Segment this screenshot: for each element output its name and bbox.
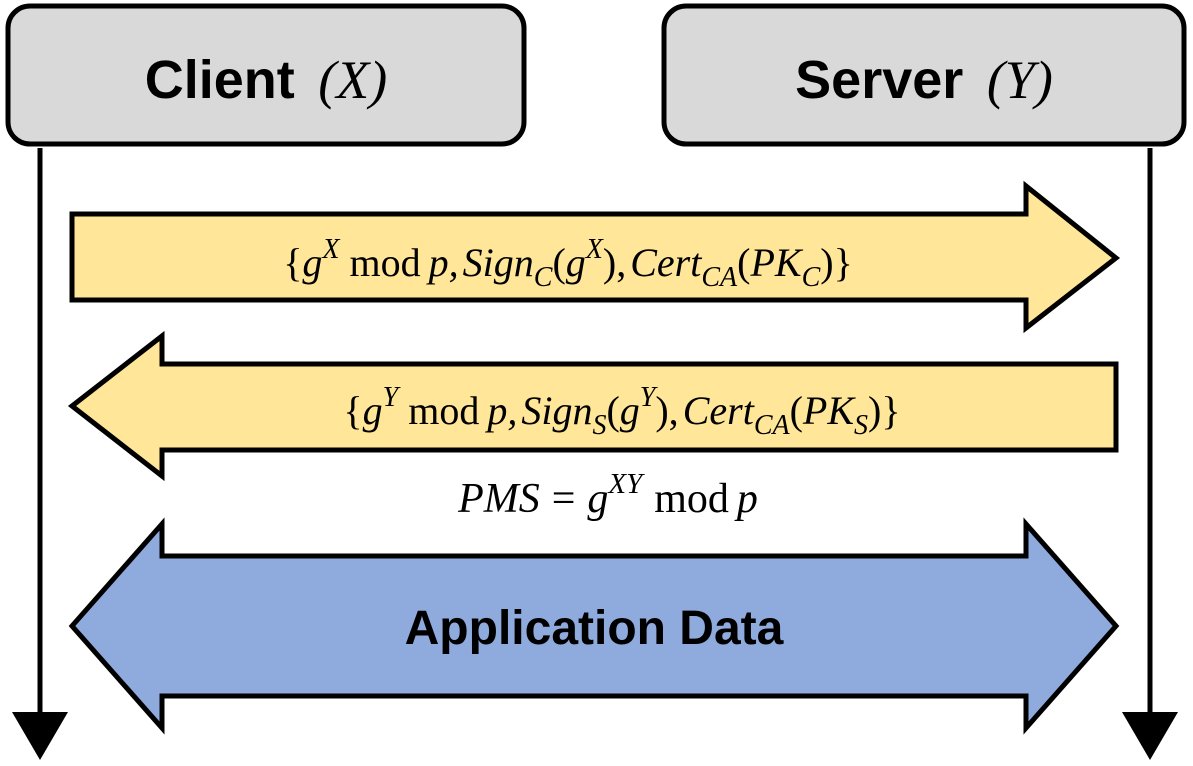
- svg-text:Server (Y): Server (Y): [795, 50, 1053, 110]
- client-lifeline: [12, 148, 68, 760]
- application-data-arrow: Application Data: [68, 517, 1120, 735]
- server-lifeline: [1122, 148, 1178, 760]
- client-var: X: [334, 50, 371, 110]
- application-data-label: Application Data: [405, 602, 784, 655]
- svg-text:Client (X): Client (X): [145, 50, 387, 110]
- server-var: Y: [1005, 50, 1040, 110]
- server-lifeline-arrowhead: [1122, 712, 1178, 760]
- client-lifeline-arrowhead: [12, 712, 68, 760]
- client-box: Client (X): [5, 3, 527, 147]
- server-label: Server: [795, 50, 963, 110]
- server-box: Server (Y): [661, 3, 1187, 147]
- client-label: Client: [145, 50, 295, 110]
